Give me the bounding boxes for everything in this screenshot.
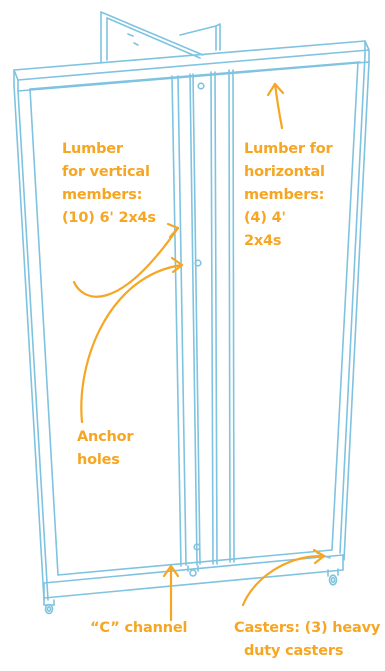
anchor-holes-label: Anchor holes [77,426,134,472]
horizontal-lumber-line-1: Lumber for [244,141,333,157]
anchor-hole-bottom [193,543,201,551]
anchor-hole-top [197,82,205,90]
horizontal-lumber-line-2: horizontal [244,164,325,180]
wall-frame [13,11,370,615]
arrow-to-c-channel [162,564,180,622]
horizontal-lumber-line-3: members: [244,187,325,203]
casters-label: Casters: (3) heavy duty casters [234,617,385,663]
anchor-holes-line-2: holes [77,452,120,468]
arrow-to-anchor-holes [80,256,184,424]
back-perpendicular-panel [100,11,221,64]
vertical-lumber-line-3: members: [62,187,143,203]
casters-line-1: Casters: (3) heavy [234,620,381,636]
anchor-hole-middle [194,259,202,267]
vertical-lumber-label: Lumber for vertical members: (10) 6' 2x4… [62,138,156,230]
c-channel-label: “C” channel [90,617,187,640]
caster-left [43,599,55,615]
vertical-lumber-line-2: for vertical [62,164,150,180]
right-outer-post [331,54,370,561]
caster-center [187,565,199,577]
anchor-holes-line-1: Anchor [77,429,134,445]
left-outer-post [13,84,59,601]
vertical-lumber-line-4: (10) 6' 2x4s [62,210,156,226]
horizontal-lumber-label: Lumber for horizontal members: (4) 4' 2x… [244,138,333,253]
center-post-assembly [171,69,235,567]
arrow-to-horizontal-member [266,82,285,130]
caster-right [327,568,339,586]
top-rail [13,40,370,92]
arrow-to-caster [241,548,326,607]
vertical-lumber-line-1: Lumber [62,141,123,157]
annotation-arrows [72,82,326,622]
bottom-rail [43,549,344,601]
casters-line-2: duty casters [244,643,344,659]
horizontal-lumber-line-5: 2x4s [244,233,282,249]
c-channel-text: “C” channel [90,620,188,636]
arrow-to-vertical-members [72,222,180,298]
horizontal-lumber-line-4: (4) 4' [244,210,286,226]
